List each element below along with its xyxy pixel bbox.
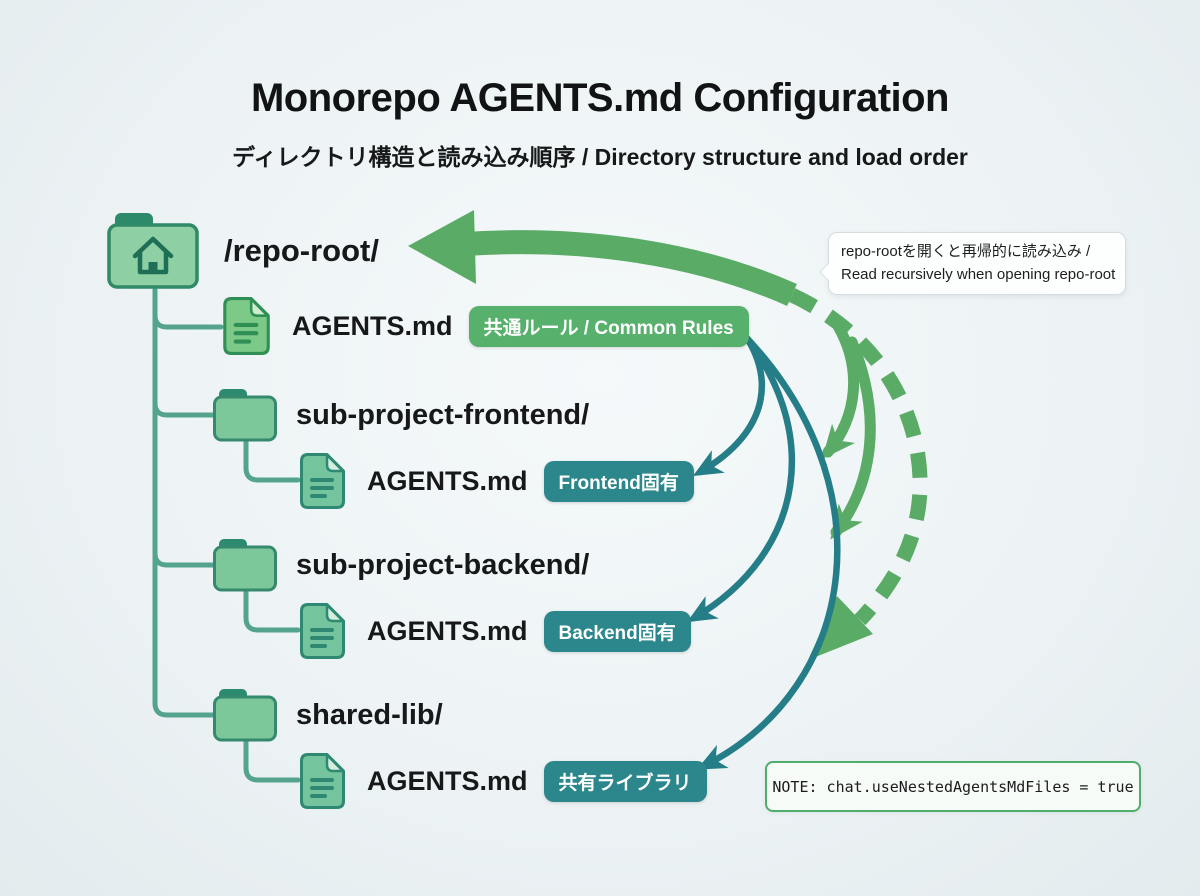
callout-line-en: Read recursively when opening repo-root [841,265,1116,283]
common-rules-flow-arrows [687,316,841,770]
tree-node-root-agents-md: AGENTS.md 共通ルール / Common Rules [220,296,749,356]
tree-node-shared-lib-folder: shared-lib/ [212,688,443,742]
folder-icon [213,539,277,592]
root-agents-md-label: AGENTS.md [292,310,453,341]
markdown-file-icon [223,297,270,355]
repo-root-label: /repo-root/ [224,233,379,268]
backend-agents-md-label: AGENTS.md [367,615,528,646]
common-rules-badge: 共通ルール / Common Rules [468,305,749,347]
tree-node-frontend-folder: sub-project-frontend/ [212,388,589,442]
config-note: NOTE: chat.useNestedAgentsMdFiles = true [765,761,1141,812]
tree-node-backend-folder: sub-project-backend/ [212,538,589,592]
markdown-file-icon [300,603,345,659]
frontend-folder-label: sub-project-frontend/ [296,398,590,431]
frontend-specific-badge: Frontend固有 [543,460,694,502]
tree-node-frontend-agents-md: AGENTS.md Frontend固有 [297,452,694,510]
root-folder-home-icon [107,213,199,289]
markdown-file-icon [300,753,345,809]
tree-node-shared-agents-md: AGENTS.md 共有ライブラリ [297,752,707,810]
shared-agents-md-label: AGENTS.md [367,765,528,796]
shared-lib-folder-label: shared-lib/ [296,698,443,731]
callout-line-ja: repo-rootを開くと再帰的に読み込み / [841,243,1091,260]
shared-library-badge: 共有ライブラリ [543,760,707,802]
recursive-read-arrow [408,210,928,660]
recursive-read-callout: repo-rootを開くと再帰的に読み込み / Read recursively… [828,232,1126,295]
backend-specific-badge: Backend固有 [543,610,691,652]
frontend-agents-md-label: AGENTS.md [367,465,528,496]
tree-connectors [152,287,301,783]
tree-node-repo-root: /repo-root/ [106,212,379,290]
backend-folder-label: sub-project-backend/ [296,548,590,581]
tree-node-backend-agents-md: AGENTS.md Backend固有 [297,602,691,660]
markdown-file-icon [300,453,345,509]
page-subtitle: ディレクトリ構造と読み込み順序 / Directory structure an… [232,144,968,170]
folder-icon [213,389,277,442]
config-note-text: NOTE: chat.useNestedAgentsMdFiles = true [772,777,1134,796]
page-title: Monorepo AGENTS.md Configuration [250,76,950,120]
folder-icon [213,689,277,742]
